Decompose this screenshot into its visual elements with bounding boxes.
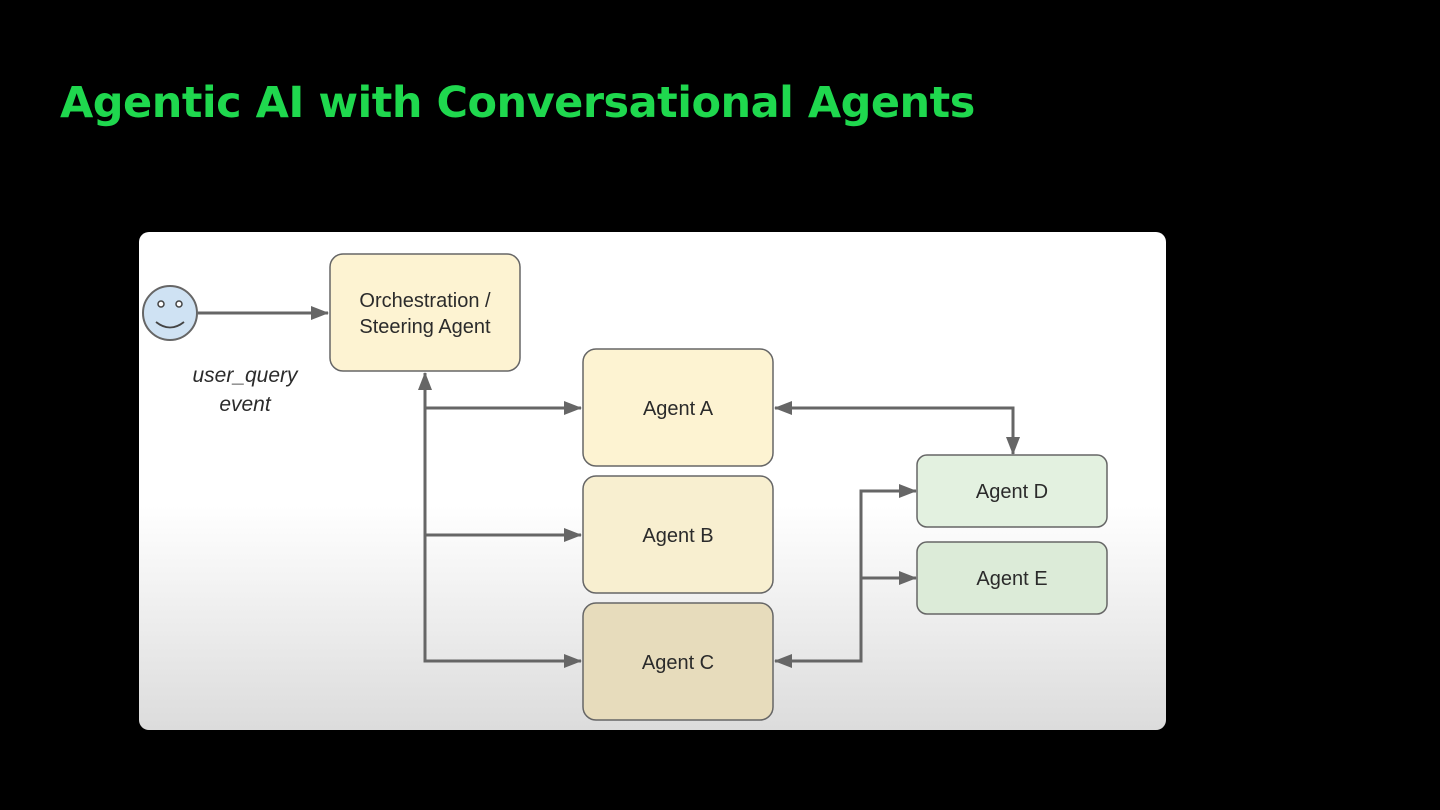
agent-a-node: Agent A bbox=[582, 348, 774, 467]
agent-b-label: Agent B bbox=[642, 525, 713, 547]
agent-e-label: Agent E bbox=[976, 568, 1047, 590]
orchestrator-node: Orchestration / Steering Agent bbox=[329, 253, 521, 372]
agent-b-node: Agent B bbox=[582, 475, 774, 594]
agent-c-node: Agent C bbox=[582, 602, 774, 721]
agent-a-label: Agent A bbox=[643, 398, 714, 420]
agent-d-label: Agent D bbox=[976, 481, 1048, 503]
agent-e-box bbox=[916, 541, 1108, 615]
agent-e-node: Agent E bbox=[916, 541, 1108, 615]
slide-title: Agentic AI with Conversational Agents bbox=[60, 78, 975, 128]
user-mouth bbox=[155, 321, 185, 329]
user-eye-right bbox=[175, 300, 183, 308]
user-eye-left bbox=[157, 300, 165, 308]
event-label: event bbox=[219, 393, 272, 416]
orchestrator-label-line2: Steering Agent bbox=[359, 316, 491, 338]
diagram-panel: user_query event Orchestration / Steerin… bbox=[139, 232, 1166, 730]
agent-c-box bbox=[582, 602, 774, 721]
arrow-to-agent-c bbox=[423, 654, 582, 668]
arrow-agent-a-agent-d bbox=[774, 401, 1020, 455]
agent-d-box bbox=[916, 454, 1108, 528]
smiley-user-icon bbox=[142, 285, 198, 341]
arrow-agent-c-to-agent-d bbox=[774, 484, 917, 668]
orchestrator-box bbox=[329, 253, 521, 372]
diagram-svg: user_query event Orchestration / Steerin… bbox=[139, 232, 1166, 730]
connectors bbox=[198, 306, 1020, 668]
orchestrator-label-line1: Orchestration / bbox=[359, 290, 491, 312]
user-face bbox=[142, 285, 198, 341]
agent-b-box bbox=[582, 475, 774, 594]
user-query-label: user_query bbox=[192, 364, 299, 387]
agent-d-node: Agent D bbox=[916, 454, 1108, 528]
agent-a-box bbox=[582, 348, 774, 467]
agent-c-label: Agent C bbox=[642, 652, 714, 674]
